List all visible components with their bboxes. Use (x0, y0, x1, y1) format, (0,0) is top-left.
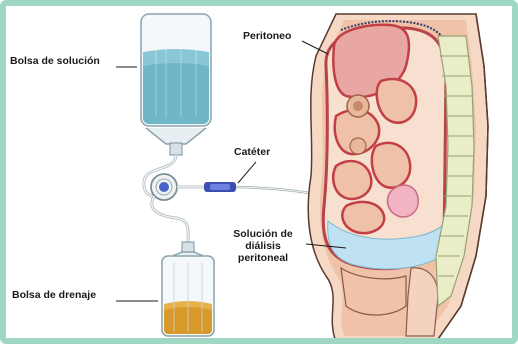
catheter-label: Catéter (234, 146, 270, 158)
dialysis-solution-line-2: diálisis (222, 240, 304, 252)
dialysis-solution-label: Solución de diálisis peritoneal (222, 228, 304, 264)
dialysis-solution-line-3: peritoneal (222, 252, 304, 264)
drain-bag (162, 242, 214, 336)
catheter-clip (204, 182, 236, 192)
catheter-leader (238, 162, 256, 183)
y-connector (151, 174, 177, 200)
drain-bag-label: Bolsa de drenaje (12, 289, 96, 301)
solution-bag-label: Bolsa de solución (10, 55, 100, 67)
dialysis-solution-line-1: Solución de (222, 228, 304, 240)
abdomen-cross-section (308, 14, 488, 342)
solution-bag (141, 14, 211, 155)
peritoneum-label: Peritoneo (243, 30, 291, 42)
